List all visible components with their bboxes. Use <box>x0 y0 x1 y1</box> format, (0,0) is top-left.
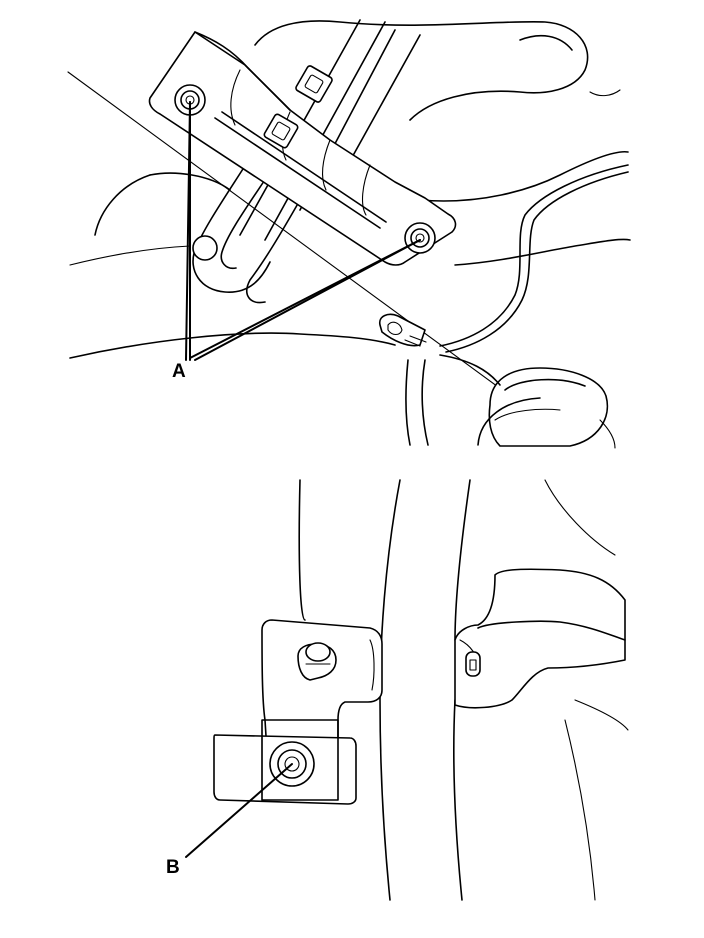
bottom-view <box>185 479 629 901</box>
top-view <box>67 19 631 449</box>
leader-a-4 <box>189 239 421 359</box>
bolt-a-upper <box>174 84 206 116</box>
leader-b <box>185 763 293 858</box>
stud <box>297 642 337 681</box>
leader-a-2 <box>185 101 191 361</box>
callout-label-a: A <box>172 361 186 382</box>
callout-label-b: B <box>166 857 180 878</box>
bolt-a-lower <box>404 222 436 254</box>
